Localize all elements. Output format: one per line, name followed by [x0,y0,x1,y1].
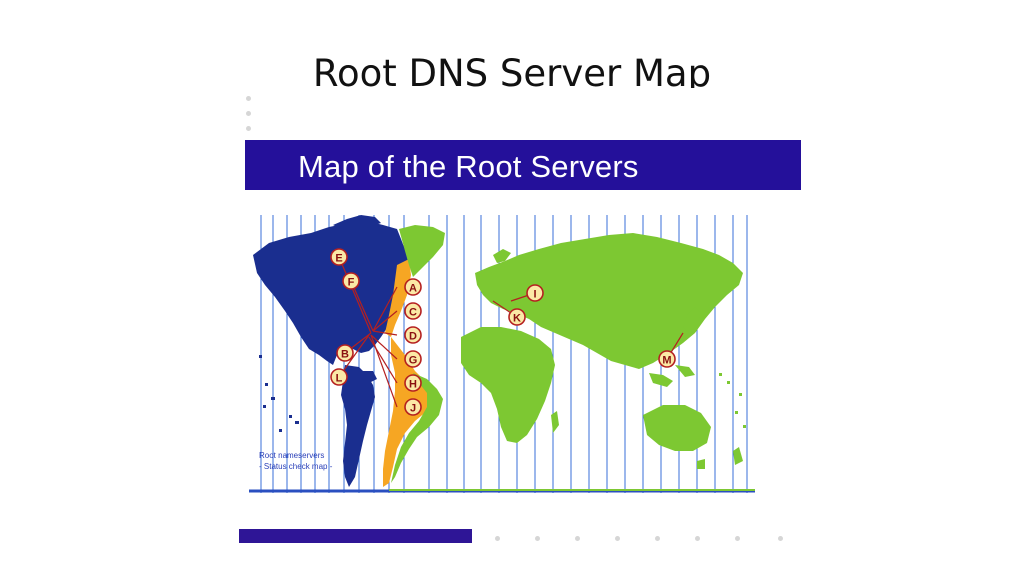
server-marker-l[interactable]: L [330,368,348,386]
server-marker-a[interactable]: A [404,278,422,296]
americas-landmass [253,215,409,487]
server-marker-h[interactable]: H [404,374,422,392]
server-marker-e[interactable]: E [330,248,348,266]
server-marker-b[interactable]: B [336,344,354,362]
svg-text:F: F [348,277,355,289]
server-marker-f[interactable]: F [342,272,360,290]
svg-text:I: I [533,289,536,301]
svg-text:A: A [409,283,417,295]
svg-text:C: C [409,307,417,319]
svg-text:K: K [513,313,521,325]
slide-title: Root DNS Server Map [312,52,712,88]
decorative-dots-left [246,96,254,141]
svg-text:H: H [409,379,417,391]
svg-text:J: J [410,403,416,415]
map-legend-title: Root nameservers [259,451,324,460]
svg-text:B: B [341,349,349,361]
server-marker-d[interactable]: D [404,326,422,344]
server-marker-i[interactable]: I [526,284,544,302]
root-servers-world-map: E F A C D B G L [249,215,755,493]
rest-of-world-landmass [391,225,743,483]
server-marker-k[interactable]: K [508,308,526,326]
world-map-figure: E F A C D B G L [249,215,755,493]
server-marker-j[interactable]: J [404,398,422,416]
bottom-accent-bar [239,529,472,543]
server-markers: E F A C D B G L [330,248,676,416]
svg-text:E: E [335,253,342,265]
pacific-islands [259,355,299,432]
server-marker-m[interactable]: M [658,350,676,368]
banner-title: Map of the Root Servers [298,149,639,184]
map-banner: Map of the Root Servers [245,140,801,190]
server-marker-g[interactable]: G [404,350,422,368]
svg-text:M: M [662,355,671,367]
svg-text:L: L [336,373,343,385]
server-marker-c[interactable]: C [404,302,422,320]
svg-text:D: D [409,331,417,343]
svg-text:G: G [409,355,418,367]
map-legend-subtitle[interactable]: - Status check map - [259,462,333,471]
indian-ocean-islands [719,373,746,428]
